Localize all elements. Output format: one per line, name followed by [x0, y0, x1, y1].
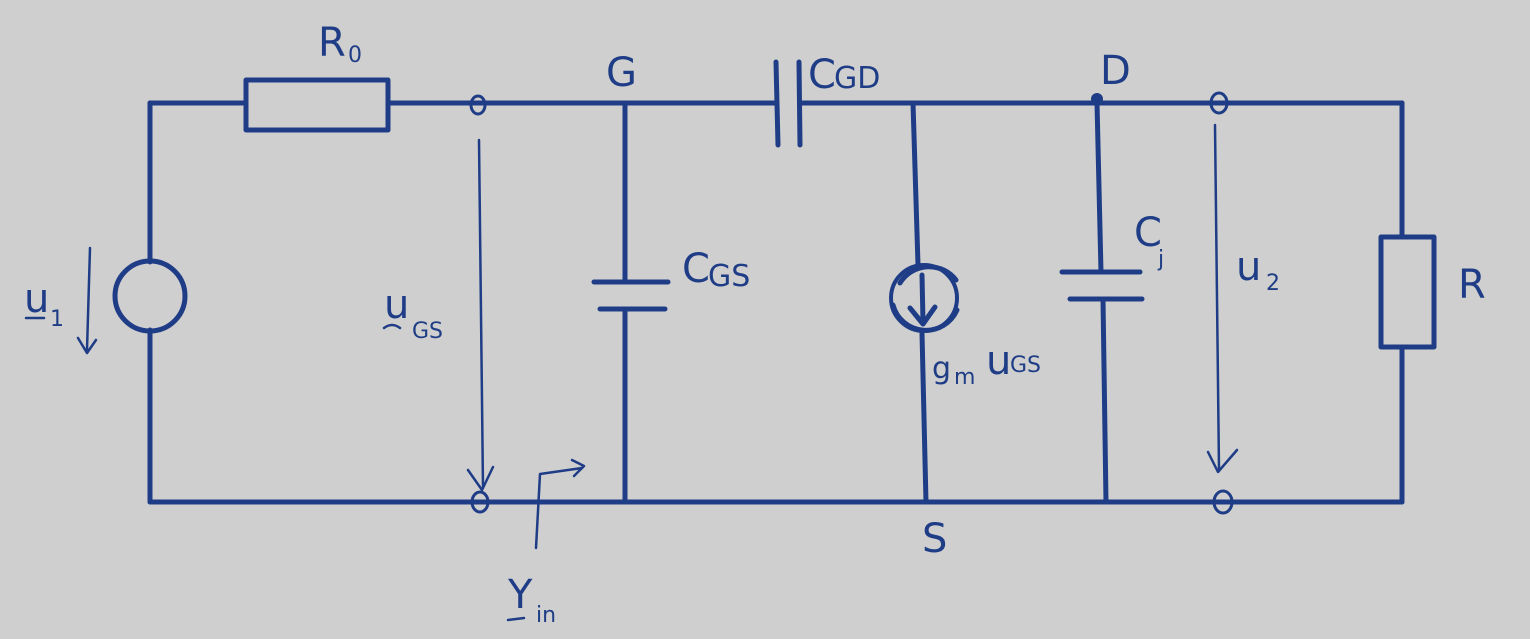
label-ugs: u	[384, 282, 409, 328]
terminal-in-top	[469, 94, 487, 116]
current-source-gm	[889, 263, 960, 333]
arrow-u1	[85, 246, 92, 352]
label-r0: R	[318, 20, 346, 66]
node-d-dot	[1091, 93, 1103, 105]
resistor-load	[1378, 234, 1437, 350]
terminal-in-bottom	[470, 490, 490, 514]
label-load: R	[1458, 262, 1486, 308]
terminal-out-bottom	[1212, 489, 1234, 515]
label-gm-sub-m: m	[954, 365, 975, 390]
capacitor-cgs	[591, 279, 671, 312]
terminals	[469, 91, 1234, 515]
capacitor-cj	[1059, 269, 1145, 302]
label-gm-sub-gs: GS	[1010, 353, 1041, 378]
label-gate: G	[606, 50, 637, 96]
terminal-out-top	[1209, 91, 1229, 115]
wire-cs-lower	[919, 330, 929, 505]
label-u2-sub: 2	[1266, 271, 1280, 296]
wire-cj-upper	[1094, 100, 1104, 275]
wire-cs-upper	[910, 100, 921, 268]
label-cgs-sub: GS	[708, 259, 750, 294]
arrow-ugs	[477, 138, 485, 490]
label-cgd: C	[808, 52, 836, 98]
labels: R 0 G C GD D u 1 u GS C GS g m u GS C j …	[24, 20, 1486, 628]
label-u1: u	[24, 276, 49, 322]
label-ugs-sub: GS	[412, 319, 443, 344]
arrow-u2	[1213, 123, 1221, 472]
label-cgd-sub: GD	[834, 61, 880, 96]
label-u1-sub: 1	[50, 307, 64, 332]
wires	[147, 100, 1405, 505]
label-gm: g	[932, 351, 951, 386]
label-cgs: C	[682, 246, 710, 292]
label-cj-sub: j	[1157, 247, 1164, 272]
label-u2: u	[1236, 244, 1261, 290]
voltage-source-u1	[112, 258, 188, 334]
underline-ugs	[382, 323, 402, 330]
label-drain: D	[1100, 48, 1131, 94]
resistor-r0	[243, 77, 391, 133]
label-yin: Y	[507, 572, 533, 618]
underline-yin	[506, 616, 526, 622]
label-gm-u: u	[986, 338, 1011, 384]
capacitor-cgd	[773, 59, 803, 148]
arrow-yin	[534, 466, 584, 550]
label-source-node: S	[922, 516, 947, 562]
label-r0-sub: 0	[348, 43, 362, 68]
wire-cj-lower	[1100, 296, 1109, 505]
voltage-arrows	[76, 123, 1239, 550]
label-cj: C	[1134, 210, 1162, 256]
label-yin-sub: in	[536, 603, 556, 628]
